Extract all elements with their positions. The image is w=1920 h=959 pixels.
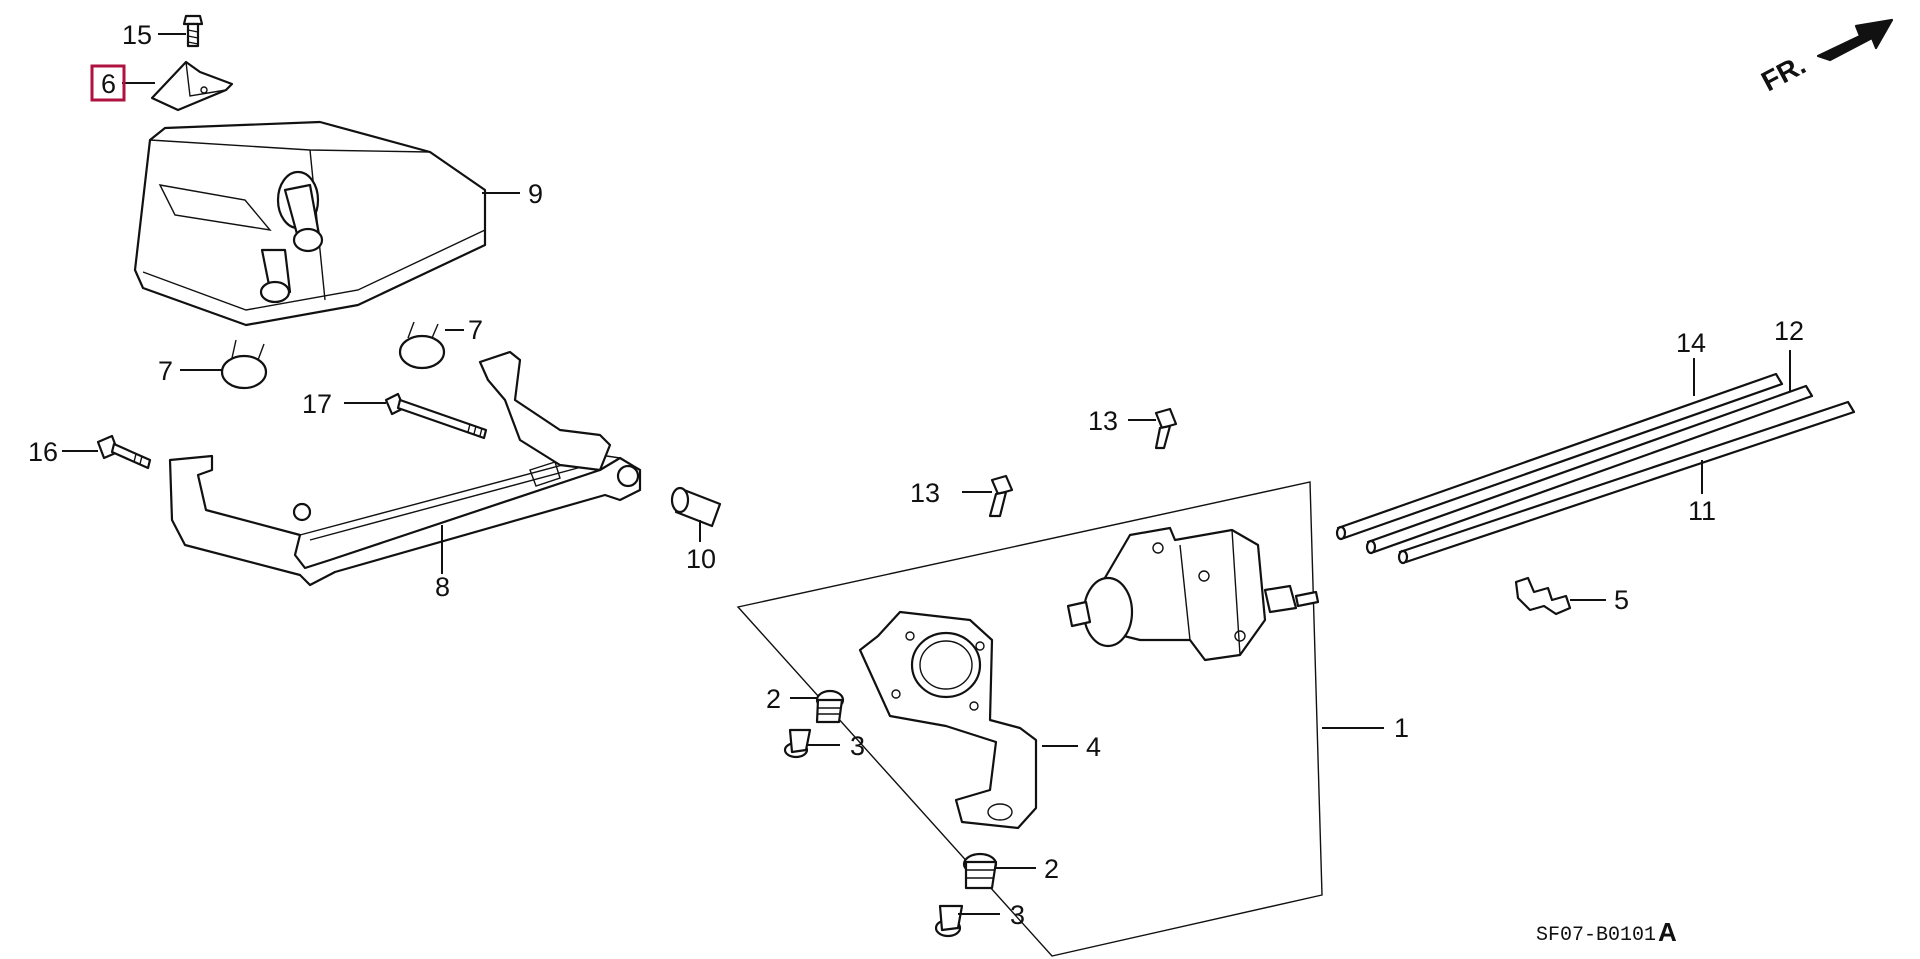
diagram-code: SF07-B0101 A (1536, 917, 1677, 947)
front-label: FR. (1756, 49, 1810, 98)
callout-16[interactable]: 16 (28, 437, 58, 467)
callout-17[interactable]: 17 (302, 389, 332, 419)
callout-5[interactable]: 5 (1614, 585, 1629, 615)
bracket-part-6[interactable] (150, 60, 234, 112)
callout-7-right[interactable]: 7 (468, 315, 483, 345)
hose-clip-part-7-left[interactable] (220, 339, 268, 390)
leader-lines (62, 33, 1791, 915)
diagram-code-suffix: A (1658, 917, 1677, 947)
callout-4[interactable]: 4 (1086, 732, 1101, 762)
callout-10[interactable]: 10 (686, 544, 716, 574)
callouts: 15 6 9 7 7 17 16 8 10 13 13 14 12 11 5 1… (28, 20, 1804, 930)
bolt-part-13-lower[interactable] (988, 474, 1014, 518)
collar-part-3-lower[interactable] (934, 904, 964, 938)
mount-bracket-part-4[interactable] (858, 610, 1038, 830)
callout-15[interactable]: 15 (122, 20, 152, 50)
hose-clip-part-7-right[interactable] (398, 321, 446, 370)
rod-part-11[interactable] (1397, 400, 1856, 565)
bolt-part-16[interactable] (96, 434, 152, 470)
callout-7-left[interactable]: 7 (158, 356, 173, 386)
cover-part-9[interactable] (133, 120, 487, 327)
callout-14[interactable]: 14 (1676, 328, 1706, 358)
collar-part-3-upper[interactable] (783, 728, 812, 759)
rod-part-12[interactable] (1365, 384, 1814, 555)
callout-9[interactable]: 9 (528, 179, 543, 209)
callout-13-upper[interactable]: 13 (1088, 406, 1118, 436)
actuator-assembly[interactable] (1066, 526, 1320, 662)
callout-6-highlight-box (90, 64, 126, 102)
spacer-part-10[interactable] (670, 486, 722, 528)
assembly-boundary (736, 481, 1323, 957)
callout-13-lower[interactable]: 13 (910, 478, 940, 508)
callout-11[interactable]: 11 (1688, 496, 1716, 526)
front-arrow-icon (1816, 18, 1894, 62)
bolt-part-15[interactable] (182, 14, 204, 48)
frame-bracket-part-8[interactable] (168, 350, 642, 587)
bolt-part-17[interactable] (384, 392, 488, 440)
bolt-part-13-upper[interactable] (1154, 407, 1178, 450)
front-direction-indicator: FR. (1756, 18, 1894, 98)
callout-12[interactable]: 12 (1774, 316, 1804, 346)
callout-2-upper[interactable]: 2 (766, 684, 781, 714)
callout-2-lower[interactable]: 2 (1044, 854, 1059, 884)
callout-1[interactable]: 1 (1394, 713, 1409, 743)
diagram-code-text: SF07-B0101 (1536, 924, 1656, 947)
callout-3-upper[interactable]: 3 (850, 731, 865, 761)
rod-part-14[interactable] (1335, 372, 1784, 541)
clip-part-5[interactable] (1514, 576, 1572, 616)
grommet-part-2-lower[interactable] (962, 852, 998, 890)
callout-6[interactable]: 6 (101, 69, 116, 99)
callout-3-lower[interactable]: 3 (1010, 900, 1025, 930)
grommet-part-2-upper[interactable] (815, 689, 845, 724)
callout-8[interactable]: 8 (435, 572, 450, 602)
